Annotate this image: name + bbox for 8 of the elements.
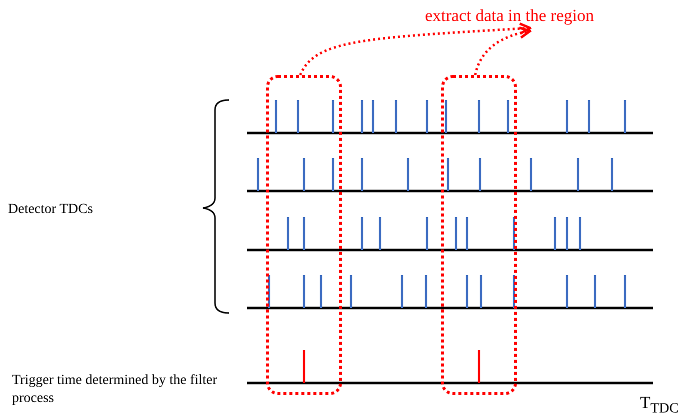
axis-label: T$_{TDC}$ [640, 394, 679, 418]
axis-label: Trigger time determined by the filter process [12, 372, 218, 408]
region-box [266, 75, 342, 395]
axis-label: Detector TDCs [8, 201, 93, 219]
region-box [441, 75, 517, 395]
arrow [474, 26, 532, 76]
arrow [299, 22, 532, 76]
callout-text: extract data in the region [425, 6, 594, 26]
